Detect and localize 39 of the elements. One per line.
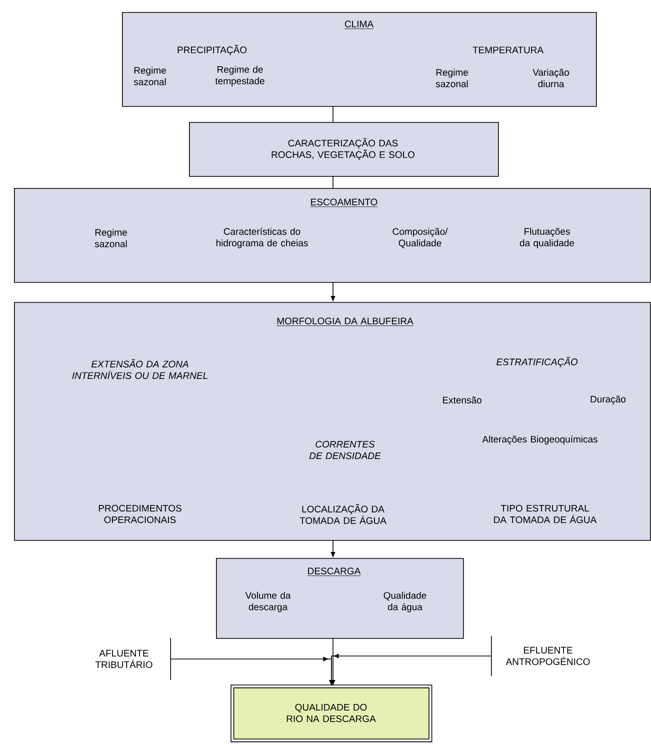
item-label: LOCALIZAÇÃO DA TOMADA DE ÁGUA [300, 504, 386, 524]
item-label: CORRENTES DE DENSIDADE [309, 440, 381, 460]
item-label: Duração [590, 396, 626, 404]
runoff-box [14, 188, 651, 283]
climate-box [122, 12, 597, 107]
item-label: Variação diurna [532, 68, 569, 88]
item-label: Flutuações da qualidade [520, 228, 574, 248]
item-label: Regime sazonal [94, 228, 127, 248]
discharge-box [216, 558, 464, 639]
item-label: Volume da descarga [245, 592, 291, 612]
item-label: Regime sazonal [134, 66, 166, 86]
arrow [330, 282, 336, 301]
arrow [329, 636, 492, 685]
inflow-label: AFLUENTE TRIBUTÁRIO [95, 650, 152, 668]
item-label: Composição/ Qualidade [392, 228, 448, 248]
arrow [330, 638, 336, 685]
item-label: Características do hidrograma de cheias [216, 228, 308, 248]
box-heading: DESCARGA [307, 568, 361, 576]
reservoir-box [14, 302, 651, 541]
item-label: TEMPERATURA [472, 46, 544, 54]
item-label: Regime sazonal [436, 68, 468, 88]
effluent-label: EFLUENTE ANTROPOGÉNICO [506, 646, 590, 666]
item-label: EXTENSÃO DA ZONA INTERNÍVEIS OU DE MARNEL [72, 359, 208, 379]
arrow [330, 540, 336, 557]
item-label: PROCEDIMENTOS OPERACIONAIS [98, 504, 182, 524]
item-label: Extensão [442, 396, 482, 404]
process-box [189, 122, 499, 177]
item-label: CARACTERIZAÇÃO DAS ROCHAS, VEGETAÇÃO E SOLO [272, 138, 414, 160]
item-label: QUALIDADE DO RIO NA DESCARGA [286, 704, 376, 722]
item-label: ESTRATIFICAÇÃO [496, 356, 578, 368]
item-label: PRECIPITAÇÃO [178, 44, 247, 56]
item-label: Qualidade da água [384, 592, 426, 612]
item-label: TIPO ESTRUTURAL DA TOMADA DE ÁGUA [494, 504, 597, 524]
box-heading: ESCOAMENTO [310, 198, 378, 207]
box-heading: CLIMA [344, 20, 374, 29]
box-heading: MORFOLOGIA DA ALBUFEIRA [276, 318, 414, 326]
result-box [230, 684, 432, 742]
item-label: Regime de tempestade [215, 66, 264, 86]
item-label: Alterações Biogeoquímicas [482, 436, 598, 444]
